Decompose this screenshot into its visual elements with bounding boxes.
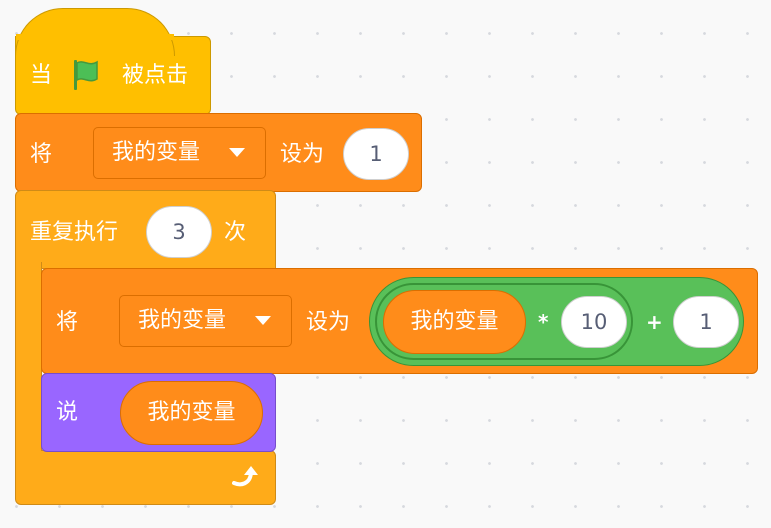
clicked-label: 被点击 [122, 63, 189, 88]
variable-dropdown-inner[interactable]: 我的变量 [119, 295, 292, 347]
hat-cap [15, 8, 175, 56]
loop-arrow-icon [229, 462, 261, 496]
multiply-operator-symbol: * [538, 310, 549, 334]
green-flag-icon[interactable] [70, 56, 106, 98]
times-label: 次 [224, 220, 247, 245]
repeat-count-input[interactable]: 3 [146, 206, 212, 258]
dropdown-arrow-icon [255, 316, 271, 325]
repeat-block[interactable] [15, 190, 276, 269]
variable-dropdown[interactable]: 我的变量 [93, 127, 266, 179]
repeat-label: 重复执行 [30, 220, 119, 245]
when-label: 当 [30, 63, 53, 88]
variable-reporter[interactable]: 我的变量 [383, 290, 526, 354]
variable-dropdown-value: 我的变量 [112, 140, 201, 165]
variable-dropdown-inner-value: 我的变量 [138, 308, 227, 333]
value-input[interactable]: 1 [343, 128, 409, 180]
factor-input[interactable]: 10 [561, 296, 627, 348]
dropdown-arrow-icon [229, 148, 245, 157]
repeat-join-fill [16, 256, 41, 456]
add-operator-symbol: + [646, 310, 663, 334]
addend-input[interactable]: 1 [673, 296, 739, 348]
hat-cap-fill [16, 34, 174, 40]
say-variable-reporter[interactable]: 我的变量 [120, 381, 263, 445]
say-label: 说 [56, 400, 79, 425]
to-label-inner: 设为 [306, 310, 351, 335]
set-label: 将 [30, 142, 53, 167]
to-label: 设为 [280, 142, 325, 167]
set-label-inner: 将 [56, 310, 79, 335]
